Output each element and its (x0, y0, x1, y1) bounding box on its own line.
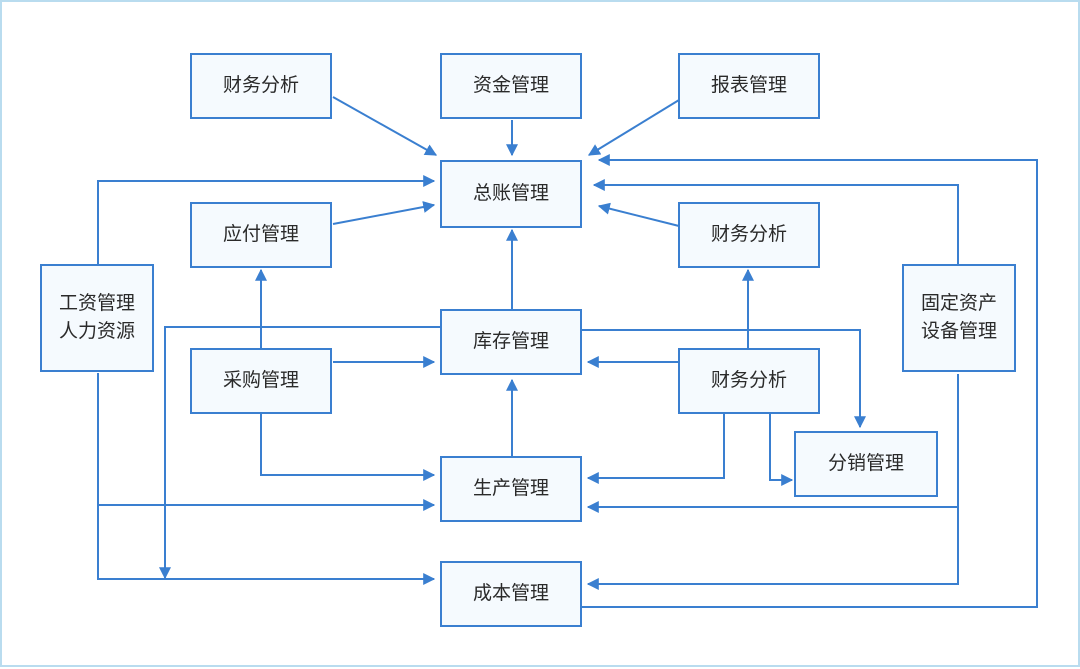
arrow-payables-to-ledger (332, 201, 436, 225)
node-finance-analysis-mid: 财务分析 (678, 348, 820, 414)
arrow-purchasing-to-production (260, 414, 436, 481)
node-purchasing: 采购管理 (190, 348, 332, 414)
node-production: 生产管理 (440, 456, 582, 522)
node-report-management: 报表管理 (678, 53, 820, 119)
arrow-cost-to-ledger (582, 154, 1038, 608)
arrow-finance-mid-to-distribution (769, 414, 794, 486)
arrow-report-to-ledger (587, 99, 680, 156)
node-hr: 工资管理 人力资源 (40, 264, 154, 372)
node-finance-analysis-right: 财务分析 (678, 202, 820, 268)
node-cost: 成本管理 (440, 561, 582, 627)
arrow-inventory-to-distribution (582, 329, 866, 429)
node-distribution: 分销管理 (794, 431, 938, 497)
arrow-fixed-assets-to-cost (586, 507, 959, 590)
node-finance-analysis-top: 财务分析 (190, 53, 332, 119)
arrow-finance-top-to-ledger (332, 96, 438, 156)
arrow-hr-to-cost (97, 373, 436, 585)
arrow-fixed-assets-to-ledger (592, 179, 959, 264)
arrow-hr-to-ledger (97, 175, 436, 264)
arrow-finance-right-to-ledger (597, 202, 680, 227)
node-general-ledger: 总账管理 (440, 160, 582, 228)
node-inventory: 库存管理 (440, 309, 582, 375)
arrow-inventory-to-cost-loop (159, 326, 440, 580)
node-fund-management: 资金管理 (440, 53, 582, 119)
node-payables: 应付管理 (190, 202, 332, 268)
arrow-finance-mid-to-production (586, 414, 725, 484)
node-fixed-assets: 固定资产 设备管理 (902, 264, 1016, 372)
